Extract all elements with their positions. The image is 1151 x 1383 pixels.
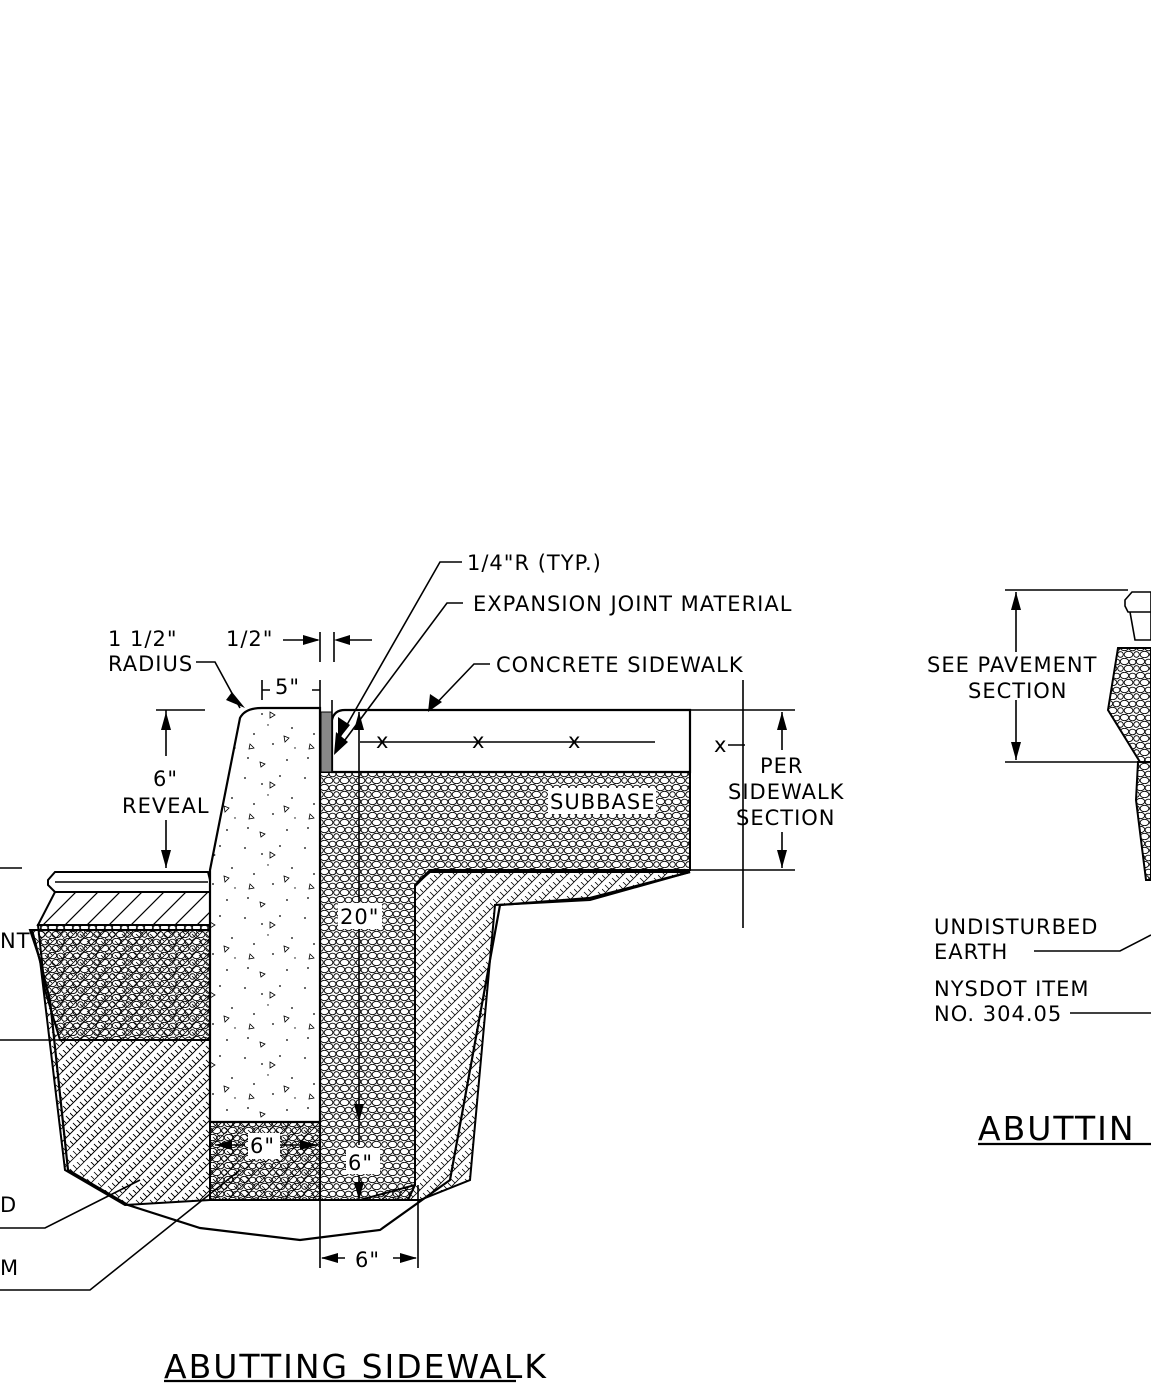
see-pavement-line2: SECTION (968, 679, 1068, 703)
quarter-radius-label: 1/4"R (TYP.) (467, 551, 602, 575)
six-inch-label-inner: 6" (250, 1134, 275, 1158)
per-sidewalk-line1: PER (760, 754, 804, 778)
twenty-inch-label: 20" (340, 905, 379, 929)
radius-label-line2: RADIUS (108, 652, 193, 676)
concrete-curb (208, 706, 322, 1124)
right-lower-fill (1134, 761, 1151, 881)
expansion-joint-label: EXPANSION JOINT MATERIAL (473, 592, 792, 616)
pavement-subbase (36, 924, 211, 1041)
undisturbed-earth-line2: EARTH (934, 940, 1008, 964)
cut-label-d: D (0, 1193, 17, 1217)
subbase-label: SUBBASE (550, 790, 655, 814)
expansion-joint (320, 711, 333, 773)
per-sidewalk-line2: SIDEWALK (728, 780, 845, 804)
nysdot-item-line2: NO. 304.05 (934, 1002, 1062, 1026)
cut-label-m: M (0, 1256, 19, 1280)
radius-label-line1: 1 1/2" (108, 627, 178, 651)
five-inch-label: 5" (275, 675, 300, 699)
cut-label-nt: NT (0, 929, 31, 953)
detail-title-right: ABUTTIN (978, 1109, 1136, 1148)
reveal-label-line1: 6" (153, 767, 178, 791)
concrete-sidewalk-label: CONCRETE SIDEWALK (496, 653, 744, 677)
x-mark-2: x (472, 729, 485, 753)
left-detail: x x x x (0, 551, 845, 1383)
pavement-layer (36, 891, 211, 926)
see-pavement-line1: SEE PAVEMENT (927, 653, 1097, 677)
six-inch-label-bottom: 6" (348, 1151, 373, 1175)
per-sidewalk-line3: SECTION (736, 806, 836, 830)
x-mark-4: x (714, 733, 727, 757)
detail-title-left: ABUTTING SIDEWALK (164, 1347, 548, 1383)
right-stone-layer (1106, 647, 1151, 763)
half-inch-label: 1/2" (226, 627, 273, 651)
reveal-label-line2: REVEAL (122, 794, 210, 818)
six-inch-label-width: 6" (355, 1248, 380, 1272)
x-mark-3: x (568, 729, 581, 753)
right-detail: SEE PAVEMENT SECTION UNDISTURBED EARTH N… (927, 589, 1151, 1148)
x-mark-1: x (376, 729, 389, 753)
nysdot-item-line1: NYSDOT ITEM (934, 977, 1089, 1001)
undisturbed-earth-line1: UNDISTURBED (934, 915, 1098, 939)
